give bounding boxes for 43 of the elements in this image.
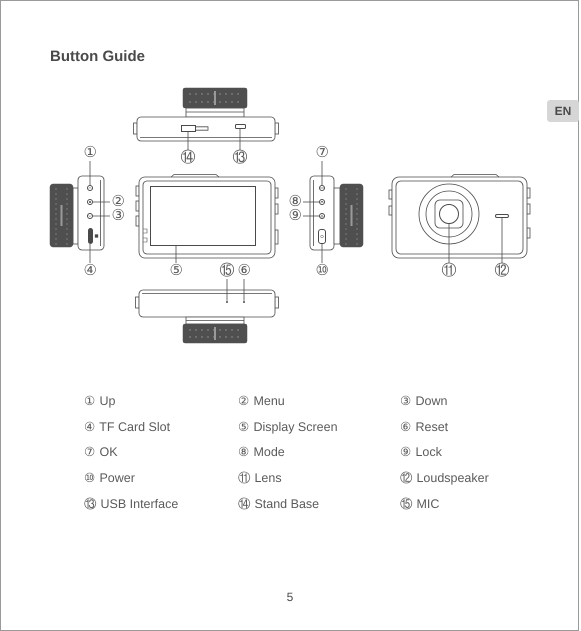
callout-number: ⑮ xyxy=(219,263,235,279)
reset-hole xyxy=(242,300,246,304)
key-entry: ① Up xyxy=(84,393,116,409)
key-entry: ⑫ Loudspeaker xyxy=(400,470,489,486)
language-tab: EN xyxy=(547,100,579,122)
key-entry: ⑪ Lens xyxy=(238,470,282,486)
card-slot xyxy=(88,228,92,244)
callout-number: ⑥ xyxy=(236,263,252,279)
callout-number: ⑦ xyxy=(314,145,330,161)
key-entry: ⑨ Lock xyxy=(400,444,442,460)
key-entry: ⑮ MIC xyxy=(400,496,440,512)
callout-number: ⑤ xyxy=(168,263,184,279)
key-entry: ④ TF Card Slot xyxy=(84,419,170,435)
key-entry: ② Menu xyxy=(238,393,285,409)
key-entry: ⑦ OK xyxy=(84,444,118,460)
title: Button Guide xyxy=(50,48,145,66)
key-entry: ③ Down xyxy=(400,393,448,409)
key-entry: ⑧ Mode xyxy=(238,444,285,460)
key-entry: ⑥ Reset xyxy=(400,419,448,435)
page-number: 5 xyxy=(286,589,294,605)
callout-number: ② xyxy=(110,194,126,210)
speaker-slot xyxy=(495,214,509,218)
callout-number: ⑭ xyxy=(180,150,196,166)
callout-number: ① xyxy=(82,145,98,161)
callout-number: ⑫ xyxy=(494,263,510,279)
callout-number: ⑨ xyxy=(287,208,303,224)
display-screen xyxy=(150,186,256,246)
callout-number: ④ xyxy=(82,263,98,279)
callout-number: ⑬ xyxy=(232,150,248,166)
callout-number: ⑪ xyxy=(441,263,457,279)
mount-slot xyxy=(180,125,196,132)
mic-hole xyxy=(226,300,228,304)
key-entry: ⑬ USB Interface xyxy=(84,496,178,512)
callout-number: ③ xyxy=(110,208,126,224)
callout-number: ⑩ xyxy=(314,263,330,279)
key-entry: ⑭ Stand Base xyxy=(238,496,320,512)
leader-line xyxy=(226,278,228,302)
callout-number: ⑧ xyxy=(287,194,303,210)
power-button xyxy=(318,228,326,244)
key-entry: ⑩ Power xyxy=(84,470,135,486)
usb-port xyxy=(234,124,246,129)
key-entry: ⑤ Display Screen xyxy=(238,419,338,435)
leader-line xyxy=(448,224,450,264)
